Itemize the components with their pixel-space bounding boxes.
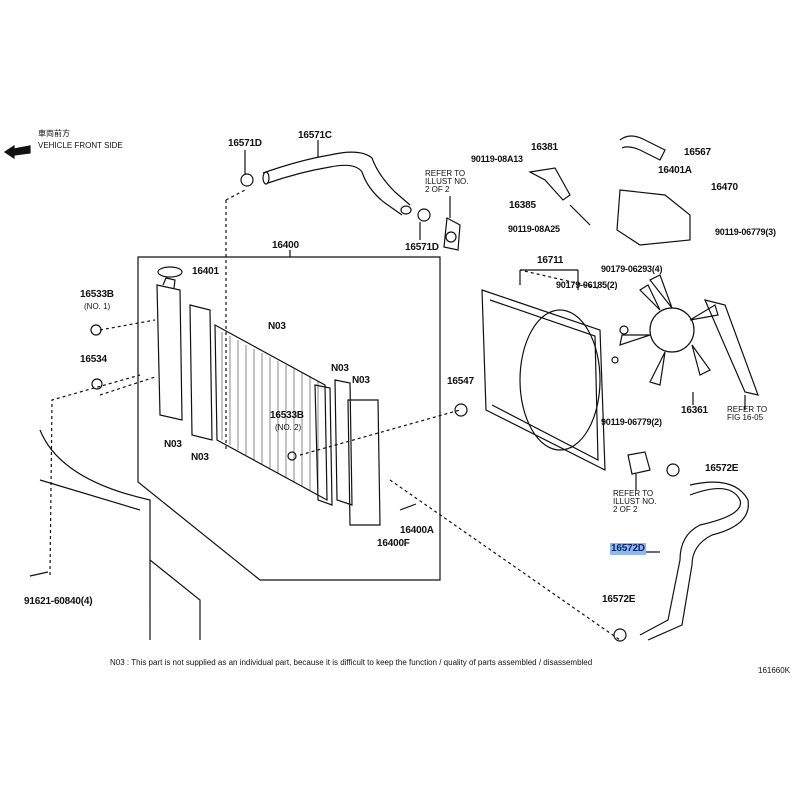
orientation-jp: 車両前方 (38, 129, 70, 138)
radiator-core (214, 323, 328, 502)
front-arrow-icon (3, 144, 31, 160)
part-90119-06779-3[interactable]: 90119-06779(3) (715, 227, 776, 237)
part-16533B-no1[interactable]: 16533B (80, 289, 114, 300)
n03-label: N03 (268, 321, 286, 332)
ref-line: ILLUST NO. (425, 177, 469, 186)
n03-label: N03 (331, 363, 349, 374)
n03-label: N03 (191, 452, 209, 463)
part-16401A[interactable]: 16401A (658, 165, 692, 176)
n03-label: N03 (164, 439, 182, 450)
part-16711-shroud[interactable]: 16711 (537, 255, 564, 266)
ref-line: REFER TO (727, 405, 768, 414)
part-16534[interactable]: 16534 (80, 354, 107, 365)
figure-id: 161660K (758, 666, 791, 675)
part-16572E-upper[interactable]: 16572E (705, 463, 739, 474)
ref-line: REFER TO (613, 489, 654, 498)
part-91621-60840[interactable]: 91621-60840(4) (24, 596, 93, 607)
orientation-en: VEHICLE FRONT SIDE (38, 141, 123, 150)
part-90119-06779-2[interactable]: 90119-06779(2) (601, 417, 662, 427)
part-16571D-clamp[interactable]: 16571D (405, 242, 439, 253)
refer-illust-note-upper: REFER TO ILLUST NO. 2 OF 2 (425, 170, 468, 194)
part-16572D-lower-hose-selected[interactable]: 16572D (610, 543, 646, 555)
part-90179-06293[interactable]: 90179-06293(4) (601, 264, 663, 274)
upper-hose (262, 151, 411, 216)
part-90179-06185[interactable]: 90179-06185(2) (556, 280, 618, 290)
part-16361-fan[interactable]: 16361 (681, 405, 708, 416)
drive-belt (703, 299, 759, 396)
ref-line: FIG 16-05 (727, 413, 764, 422)
ref-line: 2 OF 2 (613, 505, 638, 514)
reservoir-tank (616, 189, 691, 246)
part-16400F[interactable]: 16400F (377, 538, 410, 549)
part-16533B-no1-sub: (NO. 1) (84, 302, 111, 311)
part-16571D-upper-clamp[interactable]: 16571D (228, 138, 262, 149)
part-16470-reservoir[interactable]: 16470 (711, 182, 738, 193)
refer-fig-note: REFER TO FIG 16-05 (727, 406, 767, 422)
refer-illust-note-lower: REFER TO ILLUST NO. 2 OF 2 (613, 490, 656, 514)
part-90119-08A13[interactable]: 90119-08A13 (471, 154, 523, 164)
ref-line: REFER TO (425, 169, 466, 178)
ref-line: 2 OF 2 (425, 185, 450, 194)
part-16571C-upper-hose[interactable]: 16571C (298, 130, 332, 141)
part-16533B-no2-sub: (NO. 2) (275, 423, 302, 432)
part-16381[interactable]: 16381 (531, 142, 558, 153)
cooling-fan (619, 274, 719, 386)
part-16400-radiator[interactable]: 16400 (272, 240, 299, 251)
part-16567[interactable]: 16567 (684, 147, 711, 158)
part-16401-cap[interactable]: 16401 (192, 266, 219, 277)
part-16400A[interactable]: 16400A (400, 525, 434, 536)
part-90119-08A25[interactable]: 90119-08A25 (508, 224, 560, 234)
part-16385[interactable]: 16385 (509, 200, 536, 211)
radiator-assembly-frame (137, 256, 441, 581)
n03-label: N03 (352, 375, 370, 386)
lower-hose (639, 481, 749, 641)
fan-shroud (481, 289, 606, 471)
ref-line: ILLUST NO. (613, 497, 657, 506)
part-16547[interactable]: 16547 (447, 376, 474, 387)
n03-footnote: N03 : This part is not supplied as an in… (110, 658, 593, 667)
part-16533B-no2[interactable]: 16533B (270, 410, 304, 421)
part-16572E-lower[interactable]: 16572E (602, 594, 636, 605)
